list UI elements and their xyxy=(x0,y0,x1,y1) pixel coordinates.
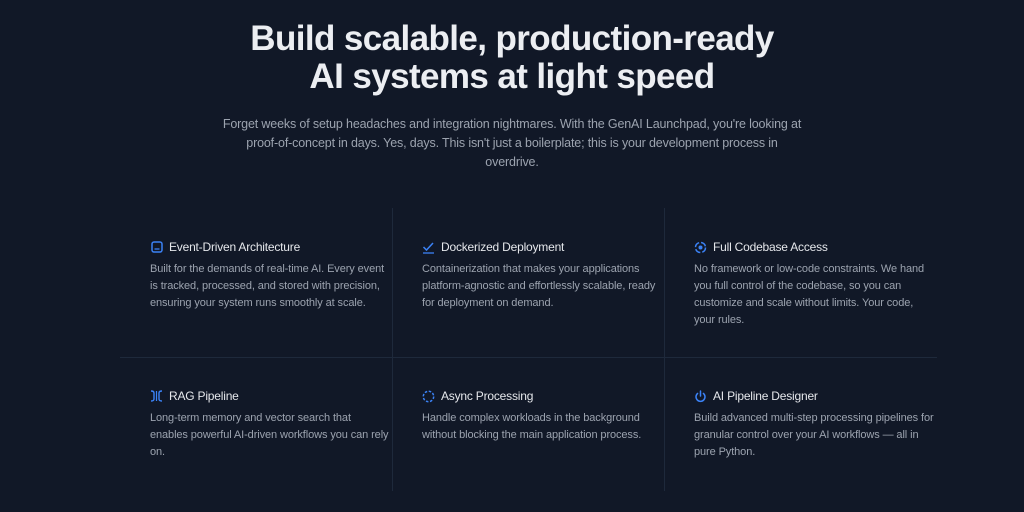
target-icon xyxy=(694,241,707,254)
feature-title: AI Pipeline Designer xyxy=(713,389,818,403)
hero-section: Build scalable, production-ready AI syst… xyxy=(0,20,1024,172)
grid-divider-vertical-1 xyxy=(392,208,393,491)
feature-title: Full Codebase Access xyxy=(713,240,828,254)
hero-subtitle: Forget weeks of setup headaches and inte… xyxy=(222,117,802,169)
feature-description: Containerization that makes your applica… xyxy=(422,263,656,309)
feature-title: Dockerized Deployment xyxy=(441,240,565,254)
grid-divider-horizontal xyxy=(120,357,937,358)
feature-title: Event-Driven Architecture xyxy=(169,240,301,254)
feature-description: Handle complex workloads in the backgrou… xyxy=(422,412,642,441)
feature-full-codebase-access: Full Codebase Access No framework or low… xyxy=(694,238,934,329)
feature-description: Long-term memory and vector search that … xyxy=(150,412,389,458)
hero-title: Build scalable, production-ready AI syst… xyxy=(0,20,1024,96)
feature-title: RAG Pipeline xyxy=(169,389,239,403)
feature-title: Async Processing xyxy=(441,389,534,403)
feature-dockerized-deployment: Dockerized Deployment Containerization t… xyxy=(422,238,662,312)
feature-ai-pipeline-designer: AI Pipeline Designer Build advanced mult… xyxy=(694,387,934,461)
feature-async-processing: Async Processing Handle complex workload… xyxy=(422,387,662,444)
feature-event-driven-architecture: Event-Driven Architecture Built for the … xyxy=(150,238,390,312)
feature-rag-pipeline: RAG Pipeline Long-term memory and vector… xyxy=(150,387,390,461)
feature-description: Build advanced multi-step processing pip… xyxy=(694,412,934,458)
terminal-window-icon xyxy=(150,241,163,254)
feature-description: No framework or low-code constraints. We… xyxy=(694,263,925,326)
power-icon xyxy=(694,389,707,403)
check-icon xyxy=(422,241,435,254)
grid-divider-vertical-2 xyxy=(664,208,665,491)
hero-title-line1: Build scalable, production-ready xyxy=(250,19,774,58)
hero-title-line2: AI systems at light speed xyxy=(309,57,715,96)
features-grid: Event-Driven Architecture Built for the … xyxy=(120,208,937,491)
brackets-icon xyxy=(150,390,163,403)
dashed-circle-icon xyxy=(422,390,435,403)
feature-description: Built for the demands of real-time AI. E… xyxy=(150,263,385,309)
